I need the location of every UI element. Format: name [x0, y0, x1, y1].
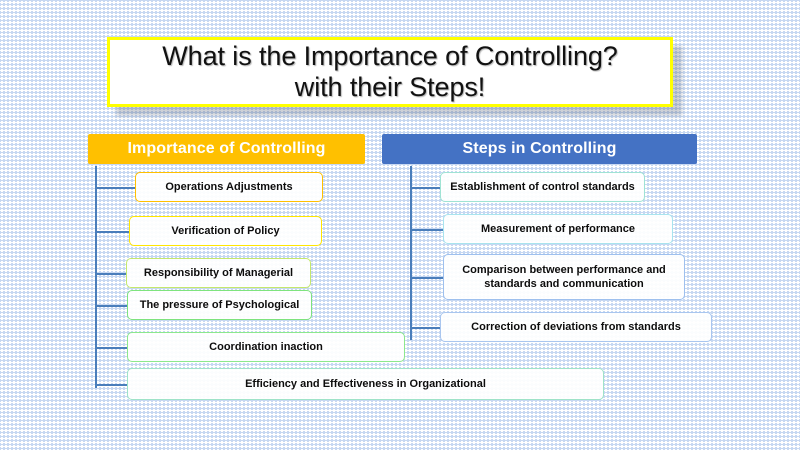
column-header-steps: Steps in Controlling: [382, 134, 697, 164]
item-box-importance-3[interactable]: Responsibility of Managerial: [126, 258, 311, 288]
item-box-importance-6[interactable]: Efficiency and Effectiveness in Organiza…: [127, 368, 604, 400]
item-box-steps-2[interactable]: Measurement of performance: [443, 214, 673, 244]
bracket-arm-steps-4: [412, 327, 440, 329]
title-box: What is the Importance of Controlling? w…: [107, 37, 673, 107]
bracket-arm-steps-2: [412, 229, 443, 231]
item-box-importance-1[interactable]: Operations Adjustments: [135, 172, 323, 202]
item-box-importance-4[interactable]: The pressure of Psychological: [127, 290, 312, 320]
bracket-arm-importance-1: [97, 187, 135, 189]
bracket-arm-importance-2: [97, 231, 129, 233]
bracket-arm-importance-5: [97, 347, 127, 349]
bracket-arm-steps-1: [412, 187, 440, 189]
item-box-importance-5[interactable]: Coordination inaction: [127, 332, 405, 362]
bracket-arm-importance-6: [97, 384, 127, 386]
item-box-steps-4[interactable]: Correction of deviations from standards: [440, 312, 712, 342]
item-box-steps-3[interactable]: Comparison between performance and stand…: [443, 254, 685, 300]
item-box-importance-2[interactable]: Verification of Policy: [129, 216, 322, 246]
bracket-stem-right: [410, 166, 412, 340]
bracket-stem-left: [95, 166, 97, 388]
item-box-steps-1[interactable]: Establishment of control standards: [440, 172, 645, 202]
bracket-arm-importance-3: [97, 273, 126, 275]
column-header-importance: Importance of Controlling: [88, 134, 365, 164]
bracket-arm-steps-3: [412, 277, 443, 279]
page-title: What is the Importance of Controlling? w…: [162, 41, 618, 102]
bracket-arm-importance-4: [97, 305, 127, 307]
